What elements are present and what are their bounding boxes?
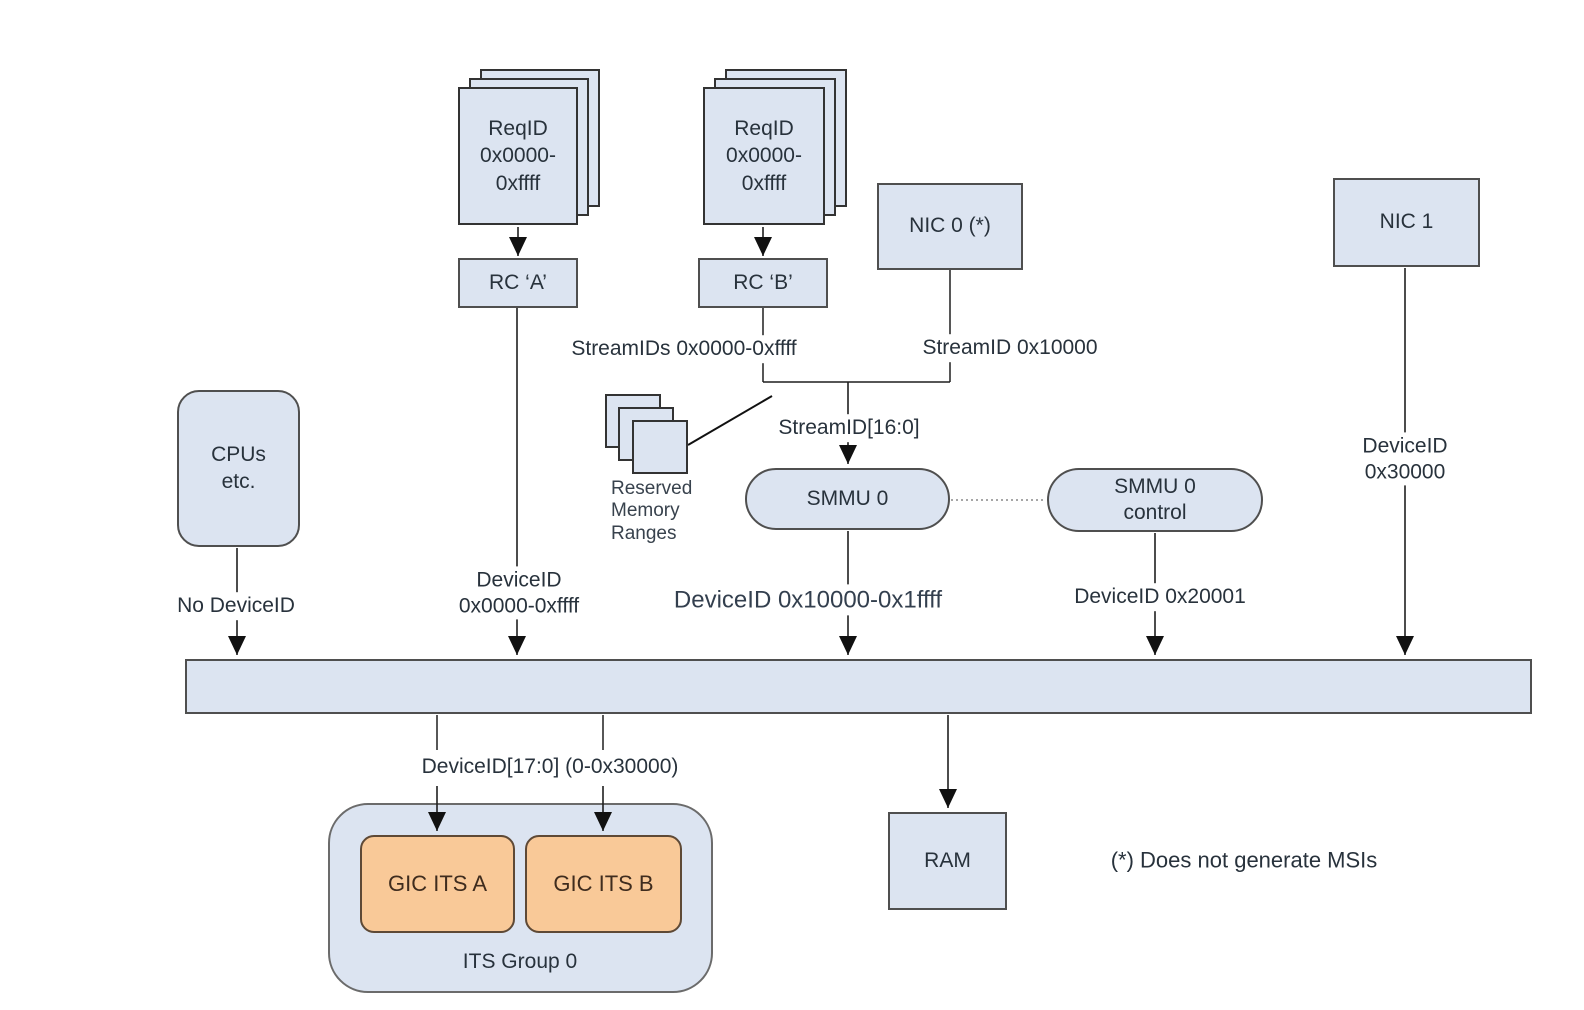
interconnect-bus: [185, 659, 1532, 714]
smmu0-label: SMMU 0: [806, 486, 889, 510]
rc-b-box: RC ‘B’: [698, 258, 828, 308]
gic-its-a-label: GIC ITS A: [387, 871, 488, 897]
smmu0-box: SMMU 0: [745, 468, 950, 530]
gic-its-a-box: GIC ITS A: [360, 835, 515, 933]
reqid-stack-b-label: ReqID 0x0000- 0xffff: [726, 117, 802, 195]
device-id-nic1-label: DeviceID 0x30000: [1357, 432, 1453, 486]
nic1-box: NIC 1: [1333, 178, 1480, 267]
stream-ids-range-label: StreamIDs 0x0000-0xffff: [566, 335, 802, 363]
nic0-label: NIC 0 (*): [909, 214, 991, 238]
cpus-label: CPUs etc.: [211, 443, 266, 493]
reqid-stack-a-label: ReqID 0x0000- 0xffff: [480, 117, 556, 195]
stream-id-nic0-label: StreamID 0x10000: [917, 334, 1103, 362]
its-group-label: ITS Group 0: [462, 950, 578, 974]
device-id-smmu-label: DeviceID 0x10000-0x1ffff: [668, 584, 948, 616]
smmu0-control-box: SMMU 0 control: [1047, 468, 1263, 532]
reqid-stack-a: ReqID 0x0000- 0xffff: [458, 87, 578, 225]
device-id-control-label: DeviceID 0x20001: [1069, 583, 1251, 611]
stream-id-bits-label: StreamID[16:0]: [773, 414, 925, 442]
reserved-memory-label: Reserved Memory Ranges: [611, 478, 693, 544]
gic-its-b-box: GIC ITS B: [525, 835, 682, 933]
nic0-box: NIC 0 (*): [877, 183, 1023, 270]
rc-a-label: RC ‘A’: [489, 270, 547, 294]
footnote-label: (*) Does not generate MSIs: [1110, 847, 1378, 873]
ram-label: RAM: [924, 848, 971, 872]
rc-a-box: RC ‘A’: [458, 258, 578, 308]
device-id-rc-a-label: DeviceID 0x0000-0xffff: [453, 566, 585, 620]
device-id-bus-label: DeviceID[17:0] (0-0x30000): [416, 753, 684, 781]
ram-box: RAM: [888, 812, 1007, 910]
no-device-id-label: No DeviceID: [172, 592, 300, 620]
cpus-box: CPUs etc.: [177, 390, 300, 547]
gic-its-b-label: GIC ITS B: [553, 871, 654, 897]
reserved-memory-page-front: [632, 420, 688, 474]
smmu0-control-label: SMMU 0 control: [1114, 474, 1196, 524]
rc-b-label: RC ‘B’: [733, 270, 793, 294]
nic1-label: NIC 1: [1379, 210, 1434, 234]
reqid-stack-b: ReqID 0x0000- 0xffff: [703, 87, 825, 225]
line-reserved-callout: [687, 395, 773, 446]
